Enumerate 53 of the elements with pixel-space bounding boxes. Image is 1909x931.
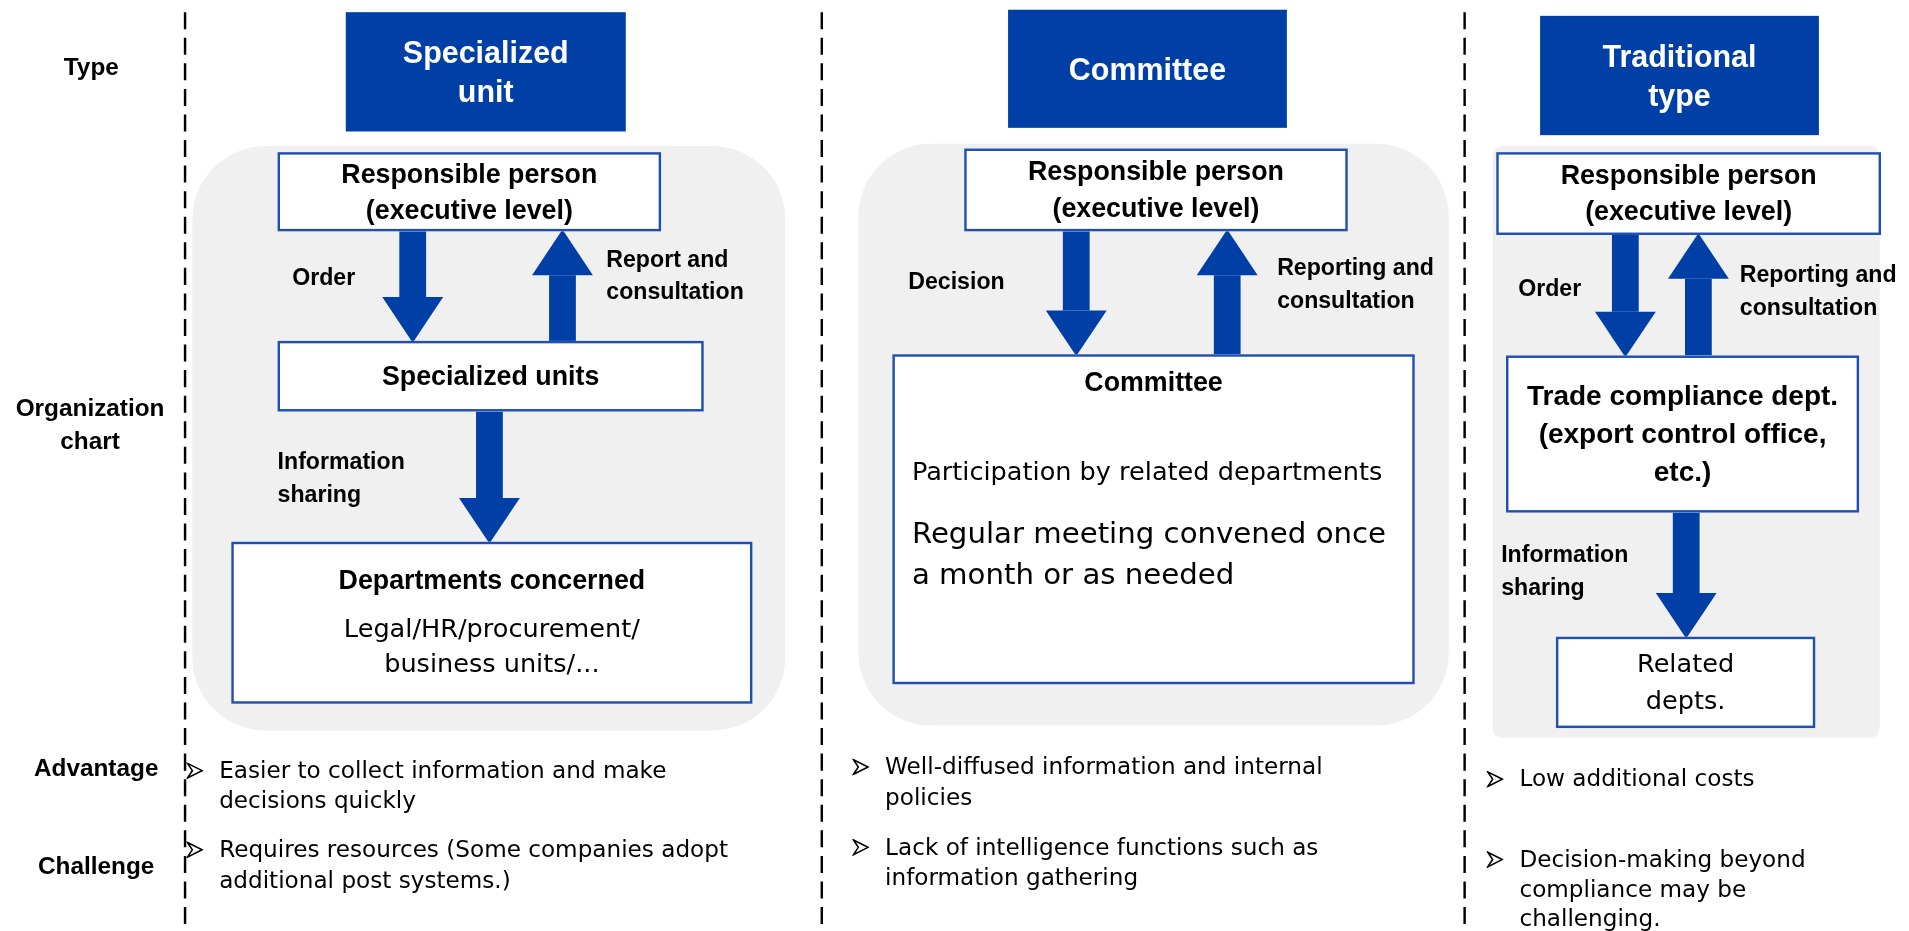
row-heading: Challenge: [37, 851, 156, 881]
edge-label: Order: [1518, 274, 1583, 303]
edge-label: Reporting and consultation: [1277, 253, 1435, 315]
block-arrow: [459, 411, 520, 544]
edge-label: Information sharing: [277, 447, 406, 509]
box-title: Responsible person (executive level): [340, 157, 599, 227]
box-title: Departments concerned: [338, 564, 646, 598]
org-box: [892, 354, 1415, 685]
chart-panel: [192, 146, 786, 731]
block-arrow: [1655, 512, 1717, 639]
block-arrow: [382, 231, 444, 343]
box-text: Participation by related departments: [910, 455, 1384, 488]
org-box: [1506, 355, 1860, 513]
header-text: Committee: [1067, 50, 1228, 88]
header-text: Traditional type: [1601, 37, 1758, 115]
block-arrow: [1045, 231, 1107, 357]
header-text: Specialized unit: [401, 34, 570, 111]
type-header: [1008, 9, 1287, 128]
edge-label: Information sharing: [1501, 540, 1630, 602]
box-title: Committee: [1083, 365, 1224, 399]
bullet-text: Well-diffused information and internal policies: [885, 751, 1324, 812]
org-box: [277, 152, 662, 232]
org-box: [277, 340, 704, 412]
edge-label: Report and consultation: [606, 244, 745, 306]
type-header: [345, 12, 626, 132]
bullet-text: Requires resources (Some companies adopt additional post systems.): [219, 834, 729, 895]
bullet-text: Decision-making beyond compliance may be challenging.: [1519, 843, 1807, 931]
row-heading: Advantage: [32, 752, 160, 783]
org-box: [1496, 152, 1881, 235]
block-arrow: [1196, 229, 1258, 355]
row-heading: Type: [62, 52, 120, 83]
block-arrow: [1594, 234, 1656, 358]
org-box: [1555, 636, 1816, 729]
bullet-text: Easier to collect information and make decisions quickly: [219, 755, 668, 815]
box-text: Related depts.: [1636, 648, 1736, 717]
block-arrow: [1667, 233, 1729, 356]
chart-panel: [858, 143, 1449, 726]
org-box: [964, 148, 1348, 232]
edge-label: Order: [292, 263, 357, 292]
box-title: Responsible person (executive level): [1559, 158, 1818, 229]
box-title: Trade compliance dept. (export control office, etc.): [1525, 378, 1840, 489]
edge-label: Reporting and consultation: [1739, 260, 1898, 322]
box-title: Responsible person (executive level): [1027, 155, 1285, 225]
org-box: [231, 541, 753, 704]
box-text: Regular meeting convened once a month or as needed: [910, 515, 1388, 594]
type-header: [1540, 15, 1819, 136]
block-arrow: [532, 229, 593, 341]
edge-label: Decision: [908, 266, 1006, 296]
row-heading: Organization chart: [14, 393, 166, 457]
bullet-text: Low additional costs: [1519, 763, 1756, 794]
bullet-text: Lack of intelligence functions such as information gathering: [885, 831, 1320, 892]
box-text: Legal/HR/procurement/ business units/...: [342, 612, 641, 681]
box-title: Specialized units: [382, 359, 600, 393]
